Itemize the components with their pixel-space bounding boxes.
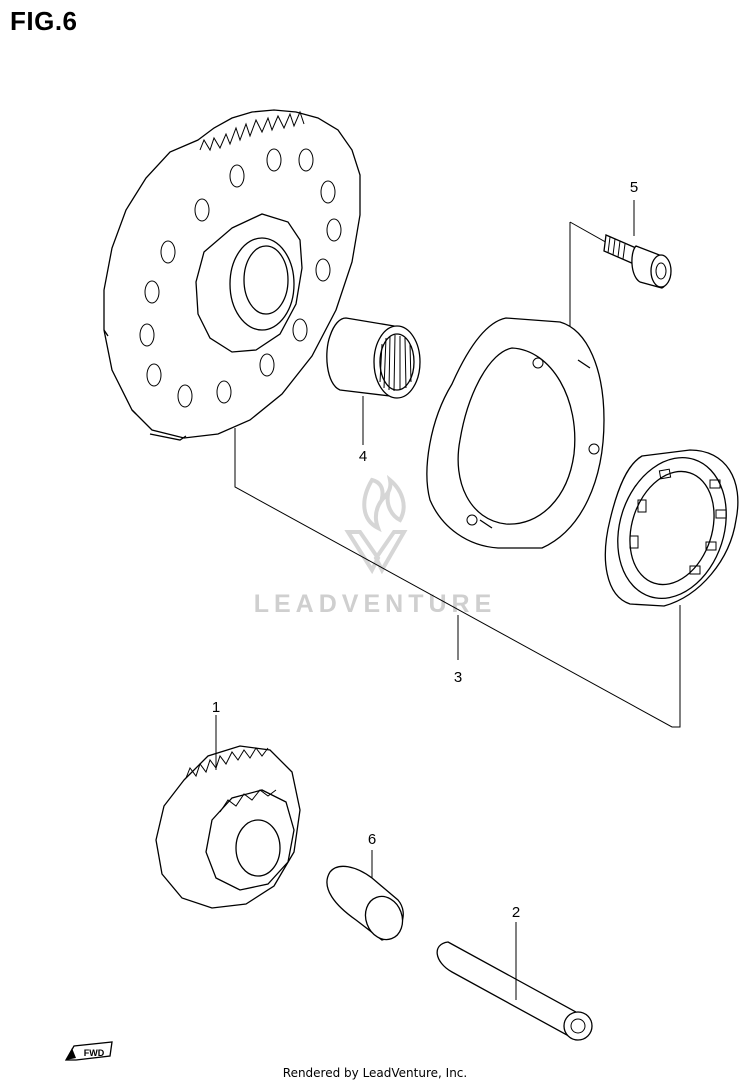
leader-lines bbox=[215, 200, 635, 1000]
clutch-body bbox=[426, 317, 605, 549]
callout-6: 6 bbox=[368, 831, 376, 848]
hex-bolt bbox=[603, 234, 672, 289]
watermark-text: LEADVENTURE bbox=[254, 590, 497, 618]
one-way-cage bbox=[604, 449, 739, 607]
starter-clutch-gear bbox=[103, 109, 361, 441]
arrow-left-icon bbox=[66, 1048, 76, 1060]
leadventure-logo-icon bbox=[344, 474, 408, 575]
starter-idle-gear bbox=[155, 745, 301, 909]
figure-title: FIG.6 bbox=[10, 6, 78, 36]
callouts: 5 4 3 1 6 2 bbox=[212, 179, 638, 921]
callout-1: 1 bbox=[212, 699, 220, 716]
bushing bbox=[326, 865, 404, 941]
gear-bolt-holes bbox=[139, 148, 342, 408]
shaft bbox=[436, 941, 593, 1041]
callout-3: 3 bbox=[454, 669, 462, 686]
fwd-label: FWD bbox=[84, 1048, 105, 1058]
fwd-direction-badge: FWD bbox=[64, 1041, 113, 1061]
callout-4: 4 bbox=[359, 448, 367, 465]
callout-5: 5 bbox=[630, 179, 638, 196]
needle-bearing bbox=[326, 317, 421, 399]
callout-2: 2 bbox=[512, 904, 520, 921]
watermark: LEADVENTURE bbox=[254, 474, 497, 618]
footer-credit: Rendered by LeadVenture, Inc. bbox=[282, 1066, 468, 1080]
